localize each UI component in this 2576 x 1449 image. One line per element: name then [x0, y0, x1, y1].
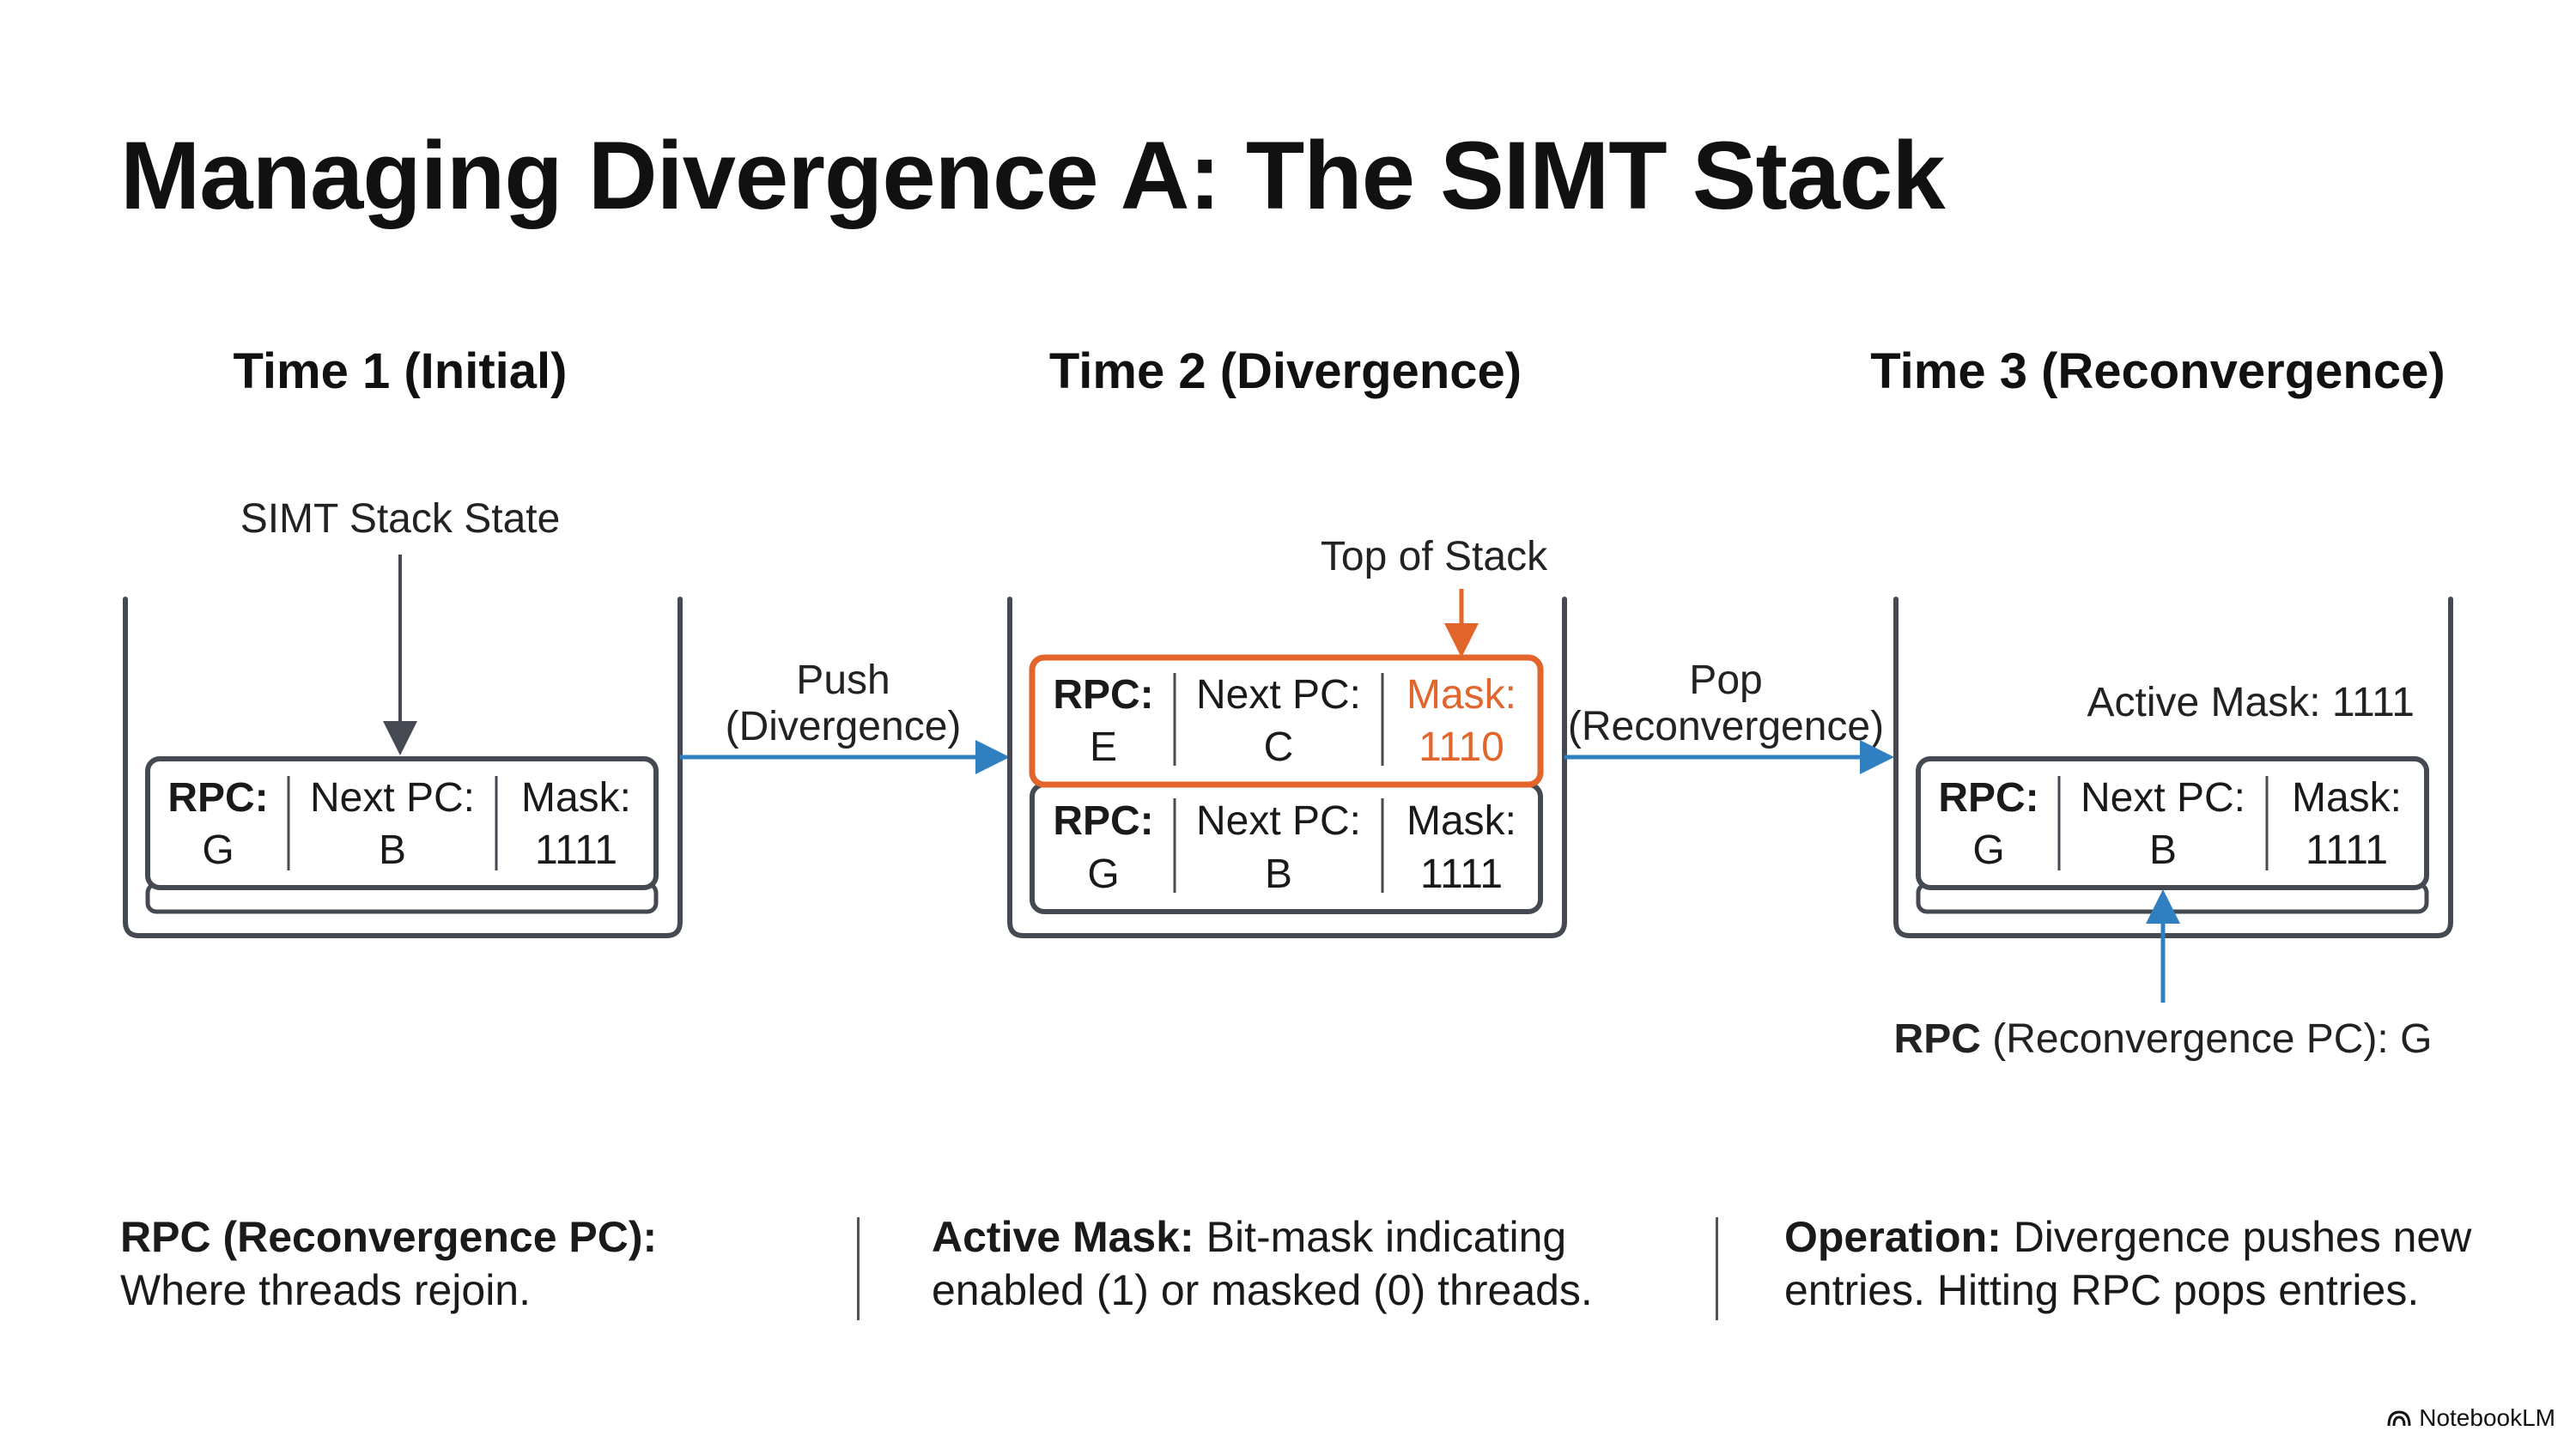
rpc-pointer-key: RPC	[1894, 1016, 1981, 1062]
t2-bottom-rpc-key: RPC:	[1053, 798, 1153, 844]
stack-time2: RPC: G Next PC: B Mask: 1111 RPC: E Next…	[1007, 597, 1567, 938]
footer-active-mask-term: Active Mask:	[932, 1213, 1194, 1261]
brand-name: NotebookLM	[2419, 1404, 2555, 1431]
t2-top-next-key: Next PC:	[1196, 672, 1361, 718]
rpc-pointer-rest: (Reconvergence PC): G	[1981, 1016, 2433, 1062]
t3-mask-value: 1111	[2306, 828, 2388, 873]
t1-rpc-value: G	[202, 828, 234, 873]
footer-operation-desc: Divergence pushes new entries. Hitting R…	[1784, 1213, 2472, 1314]
brand-watermark: NotebookLM	[2386, 1404, 2555, 1432]
t1-rpc-key: RPC:	[167, 775, 268, 821]
t2-bottom-next-key: Next PC:	[1196, 798, 1361, 844]
t1-next-value: B	[379, 828, 406, 873]
t2-top-mask-key: Mask:	[1406, 672, 1516, 718]
pop-label-line2: (Reconvergence)	[1568, 704, 1884, 749]
pop-label-line1: Pop	[1689, 658, 1762, 703]
push-label-line2: (Divergence)	[726, 704, 962, 749]
simt-stack-state-label: SIMT Stack State	[240, 496, 561, 542]
t2-top-next-value: C	[1264, 724, 1294, 770]
page-title: Managing Divergence A: The SIMT Stack	[120, 122, 1946, 229]
footer-operation: Operation: Divergence pushes new entries…	[1784, 1210, 2540, 1317]
rpc-pointer-label: RPC (Reconvergence PC): G	[1894, 1016, 2433, 1062]
push-label-line1: Push	[796, 658, 890, 703]
t2-bottom-mask-value: 1111	[1420, 852, 1503, 897]
t3-next-key: Next PC:	[2081, 775, 2245, 821]
stage-heading-time2: Time 2 (Divergence)	[1049, 343, 1522, 399]
stage-heading-time1: Time 1 (Initial)	[234, 343, 568, 399]
t2-bottom-rpc-value: G	[1087, 852, 1119, 897]
t3-mask-key: Mask:	[2292, 775, 2402, 821]
t1-next-key: Next PC:	[310, 775, 475, 821]
stack-time3: RPC: G Next PC: B Mask: 1111	[1893, 597, 2453, 938]
active-mask-label: Active Mask: 1111	[2087, 680, 2415, 725]
stack-time1: RPC: G Next PC: B Mask: 1111	[123, 597, 683, 938]
t3-next-value: B	[2149, 828, 2177, 873]
t2-bottom-next-value: B	[1265, 852, 1292, 897]
footer-rpc: RPC (Reconvergence PC): Where threads re…	[120, 1210, 841, 1317]
t2-top-rpc-value: E	[1090, 724, 1117, 770]
footer-active-mask: Active Mask: Bit-mask indicating enabled…	[932, 1210, 1687, 1317]
t2-top-mask-value: 1110	[1419, 724, 1504, 770]
footer-rpc-desc: Where threads rejoin.	[120, 1266, 532, 1314]
t1-mask-value: 1111	[535, 828, 617, 873]
footer-rpc-term: RPC (Reconvergence PC):	[120, 1213, 658, 1261]
top-of-stack-label: Top of Stack	[1321, 534, 1548, 579]
t3-rpc-key: RPC:	[1938, 775, 2038, 821]
t2-bottom-mask-key: Mask:	[1406, 798, 1516, 844]
footer-divider-2	[1716, 1217, 1718, 1320]
t2-top-rpc-key: RPC:	[1053, 672, 1153, 718]
footer-divider-1	[857, 1217, 860, 1320]
notebooklm-logo-icon	[2387, 1410, 2411, 1427]
stage-heading-time3: Time 3 (Reconvergence)	[1870, 343, 2445, 399]
t3-rpc-value: G	[1972, 828, 2004, 873]
footer-active-mask-desc: Bit-mask indicating enabled (1) or maske…	[932, 1213, 1593, 1314]
t1-mask-key: Mask:	[521, 775, 631, 821]
footer-operation-term: Operation:	[1784, 1213, 2002, 1261]
